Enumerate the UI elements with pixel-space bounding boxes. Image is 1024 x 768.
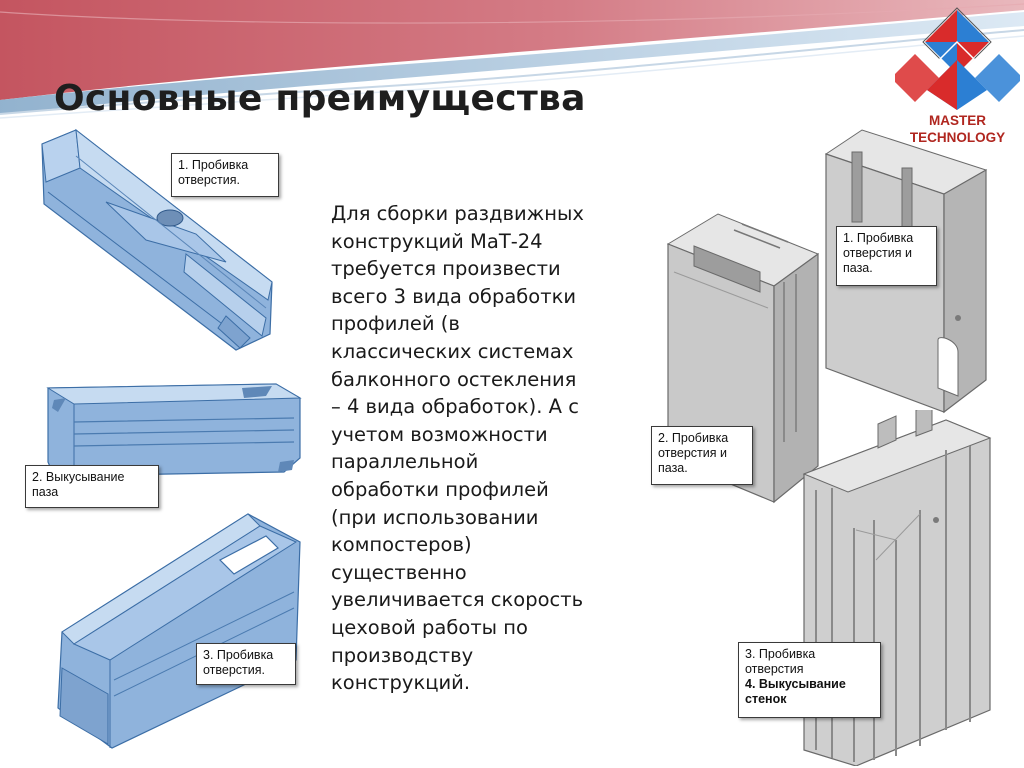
callout-left-1-text: 1. Пробивка отверстия. [178,158,249,187]
blue-profile-image-3 [57,513,301,749]
blue-profile-image-1 [41,128,273,351]
callout-left-2: 2. Выкусывание паза [25,465,159,508]
callout-right-3: 3. Пробивка отверстия 4. Выкусывание сте… [738,642,881,718]
header-banner [0,0,1024,119]
main-description-text: Для сборки раздвижных конструкций МаТ-24… [331,202,584,695]
master-technology-logo: MASTER TECHNOLOGY [895,6,1020,151]
logo-text-master: MASTER [929,113,986,128]
callout-right-2: 2. Пробивка отверстия и паза. [651,426,753,485]
callout-right-3-bold-text: 4. Выкусывание стенок [745,677,846,706]
callout-right-1-text: 1. Пробивка отверстия и паза. [843,231,914,275]
callout-right-3-text: 3. Пробивка отверстия [745,647,816,676]
main-description: Для сборки раздвижных конструкций МаТ-24… [331,200,621,697]
page-title: Основные преимущества [54,78,586,119]
callout-left-2-text: 2. Выкусывание паза [32,470,125,499]
callout-left-3-text: 3. Пробивка отверстия. [203,648,274,677]
callout-right-2-text: 2. Пробивка отверстия и паза. [658,431,729,475]
blue-profile-image-2 [46,383,302,477]
logo-text-technology: TECHNOLOGY [909,130,1006,145]
callout-left-1: 1. Пробивка отверстия. [171,153,279,197]
diamond-logo-icon [895,7,1020,110]
callout-right-1: 1. Пробивка отверстия и паза. [836,226,937,286]
callout-left-3: 3. Пробивка отверстия. [196,643,296,685]
